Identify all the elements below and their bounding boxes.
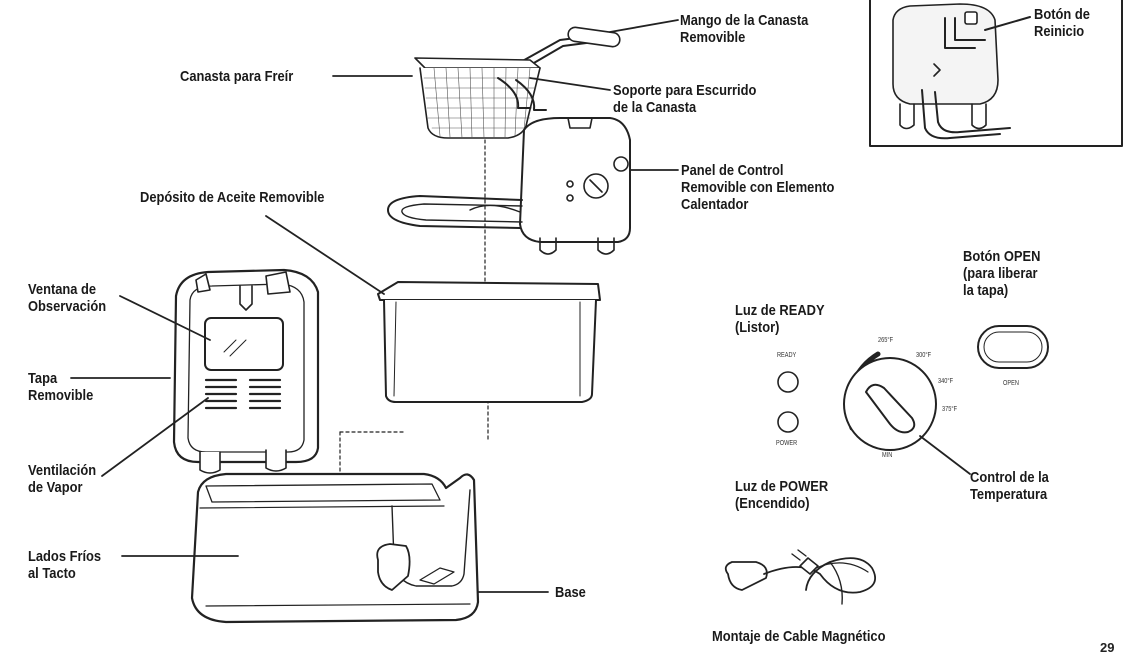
label-line: (Encendido)	[735, 495, 810, 512]
reset-inset	[869, 0, 1123, 147]
label-line: Depósito de Aceite Removible	[140, 189, 325, 206]
label-line: Lados Fríos	[28, 548, 102, 565]
base-unit-art	[121, 472, 549, 624]
lid-art	[70, 268, 320, 477]
reset-leader	[984, 16, 1031, 31]
label-line: Luz de READY	[735, 302, 825, 319]
control-panel-detail	[777, 325, 1049, 475]
label-line: Observación	[28, 298, 107, 315]
label-control-panel: Panel de Control Removible con Elemento …	[681, 162, 834, 213]
ready-light-icon	[777, 371, 799, 393]
label-line: Temperatura	[970, 486, 1048, 503]
temp-265-mark: 265°F	[878, 337, 894, 344]
oil-reservoir-art	[265, 215, 601, 403]
control-panel-art	[387, 117, 679, 255]
label-line: Luz de POWER	[735, 478, 829, 495]
basket-handle-art	[509, 19, 679, 75]
label-basket-drain-support: Soporte para Escurrido de la Canasta	[613, 82, 756, 116]
label-line: Calentador	[681, 196, 749, 213]
reset-button-icon	[964, 11, 978, 25]
magnetic-cord-art	[724, 549, 876, 605]
label-line: Soporte para Escurrido	[613, 82, 757, 99]
label-line: Panel de Control	[681, 162, 784, 179]
label-line: Base	[555, 584, 586, 601]
label-open-button: Botón OPEN (para liberar la tapa)	[963, 248, 1040, 299]
label-line: Control de la	[970, 469, 1049, 486]
power-light-icon	[777, 411, 799, 433]
label-cool-touch-sides: Lados Fríos al Tacto	[28, 548, 101, 582]
label-line: Montaje de Cable Magnético	[712, 628, 886, 645]
label-fry-basket: Canasta para Freír	[180, 68, 293, 85]
temp-375-mark: 375°F	[942, 406, 958, 413]
label-viewing-window: Ventana de Observación	[28, 281, 106, 315]
label-basket-handle: Mango de la Canasta Removible	[680, 12, 808, 46]
label-line: Ventana de	[28, 281, 97, 298]
label-temperature-control: Control de la Temperatura	[970, 469, 1049, 503]
label-line: de Vapor	[28, 479, 83, 496]
open-mark: OPEN	[1003, 380, 1019, 387]
label-oil-reservoir: Depósito de Aceite Removible	[140, 189, 324, 206]
label-line: Mango de la Canasta	[680, 12, 809, 29]
label-line: Botón OPEN	[963, 248, 1041, 265]
open-button-icon	[977, 325, 1049, 369]
label-line: al Tacto	[28, 565, 76, 582]
min-mark: MIN	[882, 452, 893, 459]
label-line: la tapa)	[963, 282, 1009, 299]
label-line: Tapa	[28, 370, 58, 387]
label-line: Ventilación	[28, 462, 97, 479]
label-line: (para liberar	[963, 265, 1038, 282]
label-line: Removible	[28, 387, 94, 404]
ready-mark: READY	[777, 352, 797, 359]
label-steam-vent: Ventilación de Vapor	[28, 462, 96, 496]
label-line: de la Canasta	[613, 99, 697, 116]
power-mark: POWER	[776, 440, 798, 447]
label-reset-button: Botón de Reinicio	[1034, 6, 1090, 40]
page-number: 29	[1100, 640, 1115, 655]
fry-basket-art	[332, 57, 611, 139]
label-line: Removible	[680, 29, 746, 46]
label-ready-light: Luz de READY (Listor)	[735, 302, 825, 336]
label-base: Base	[555, 584, 586, 601]
temp-300-mark: 300°F	[916, 352, 932, 359]
label-line: Removible con Elemento	[681, 179, 835, 196]
label-line: Canasta para Freír	[180, 68, 294, 85]
label-line: Botón de	[1034, 6, 1090, 23]
label-removable-lid: Tapa Removible	[28, 370, 93, 404]
temp-340-mark: 340°F	[938, 378, 954, 385]
label-magnetic-cord: Montaje de Cable Magnético	[712, 628, 885, 645]
label-line: Reinicio	[1034, 23, 1085, 40]
label-line: (Listor)	[735, 319, 780, 336]
steam-vent-slots	[204, 378, 282, 410]
label-power-light: Luz de POWER (Encendido)	[735, 478, 828, 512]
